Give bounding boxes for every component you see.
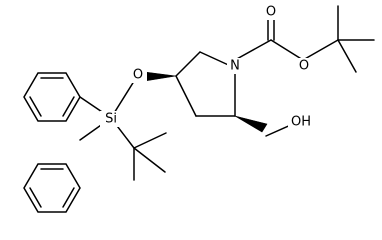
bond-n-carbonyl — [234, 39, 272, 61]
wedge-c3-o — [144, 71, 177, 82]
atom-labels: O O N O Si OH — [100, 4, 314, 130]
phenyl-ring-upper — [23, 72, 81, 122]
atom-label-ether-oxygen: O — [133, 68, 143, 83]
bond-carbonyl-ester-o — [270, 39, 304, 61]
bond-c3-c4 — [175, 75, 197, 117]
bond-si-tbu-me-2 — [133, 132, 167, 149]
phenyl-ring-lower-double-2 — [29, 187, 42, 208]
molecule-structure: O O N O Si OH — [23, 4, 375, 213]
wedge-c5-ch2 — [234, 115, 268, 133]
phenyl-ring-lower-double-3 — [62, 187, 75, 208]
bond-si-tbu-me-3 — [133, 147, 166, 173]
bond-ester-o-tbu — [302, 39, 339, 61]
atom-label-ester-oxygen: O — [299, 59, 309, 74]
bonds — [23, 5, 375, 213]
phenyl-ring-upper-double-2 — [29, 96, 42, 117]
atom-label-silicon: Si — [105, 112, 117, 127]
phenyl-ring-lower-hex — [23, 163, 81, 213]
bond-tbu-me-3 — [337, 39, 357, 73]
atom-label-carbonyl-oxygen: O — [266, 5, 276, 20]
bond-c2-c3 — [175, 51, 201, 77]
atom-label-nitrogen: N — [230, 59, 240, 74]
atom-label-hydroxyl: OH — [291, 115, 311, 130]
phenyl-ring-upper-double-3 — [62, 96, 75, 117]
stereo-wedges — [144, 71, 268, 133]
